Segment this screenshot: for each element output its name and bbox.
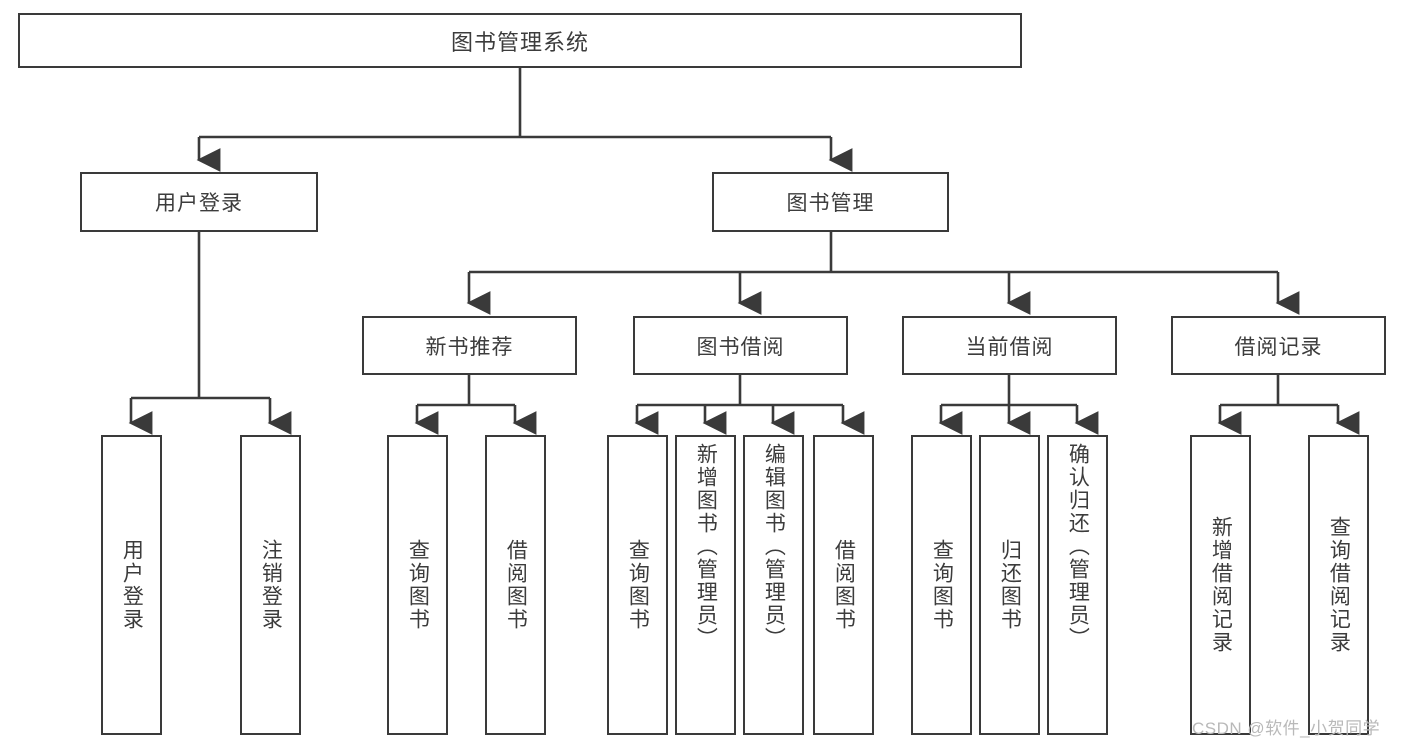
node-label: 确认归还（管理员） xyxy=(1066,443,1090,650)
node-leaf-cur-confirm-return[interactable]: 确认归还（管理员） xyxy=(1047,435,1108,735)
watermark-csdn: CSDN @软件_小贺同学 xyxy=(1192,719,1381,738)
node-leaf-user-login[interactable]: 用户登录 xyxy=(101,435,162,735)
vertical-text-wrap: 查询借阅记录 xyxy=(1310,437,1367,733)
node-current-borrow[interactable]: 当前借阅 xyxy=(902,316,1117,375)
vertical-text-wrap: 借阅图书 xyxy=(487,437,544,733)
node-label: 查询图书 xyxy=(930,539,954,631)
node-label: 当前借阅 xyxy=(965,335,1054,359)
node-label: 借阅记录 xyxy=(1234,335,1323,359)
node-root-system[interactable]: 图书管理系统 xyxy=(18,13,1022,68)
node-leaf-rec-query-book[interactable]: 查询图书 xyxy=(387,435,448,735)
node-label: 新增图书（管理员） xyxy=(694,443,718,650)
vertical-text-wrap: 查询图书 xyxy=(389,437,446,733)
node-label: 图书管理系统 xyxy=(450,29,589,55)
node-label: 新增借阅记录 xyxy=(1209,516,1233,654)
vertical-text-wrap: 借阅图书 xyxy=(815,437,872,733)
node-label: 用户登录 xyxy=(155,192,243,215)
node-leaf-borrow-query-book[interactable]: 查询图书 xyxy=(607,435,668,735)
node-label: 查询图书 xyxy=(406,539,430,631)
vertical-text-wrap: 查询图书 xyxy=(913,437,970,733)
node-label: 注销登录 xyxy=(259,539,283,631)
node-label: 用户登录 xyxy=(120,539,144,631)
node-user-login[interactable]: 用户登录 xyxy=(80,172,318,232)
node-label: 图书借阅 xyxy=(696,335,785,359)
node-leaf-logout[interactable]: 注销登录 xyxy=(240,435,301,735)
node-leaf-borrow-lend-book[interactable]: 借阅图书 xyxy=(813,435,874,735)
node-book-manage[interactable]: 图书管理 xyxy=(712,172,949,232)
node-leaf-rec-query-record[interactable]: 查询借阅记录 xyxy=(1308,435,1369,735)
node-leaf-borrow-edit-book[interactable]: 编辑图书（管理员） xyxy=(743,435,804,735)
node-label: 查询借阅记录 xyxy=(1327,516,1351,654)
vertical-text-wrap: 注销登录 xyxy=(242,437,299,733)
node-label: 新书推荐 xyxy=(425,335,514,359)
node-label: 查询图书 xyxy=(626,539,650,631)
node-leaf-rec-borrow-book[interactable]: 借阅图书 xyxy=(485,435,546,735)
node-label: 归还图书 xyxy=(998,539,1022,631)
node-label: 借阅图书 xyxy=(832,539,856,631)
node-leaf-cur-query-book[interactable]: 查询图书 xyxy=(911,435,972,735)
vertical-text-wrap: 编辑图书（管理员） xyxy=(745,437,802,739)
vertical-text-wrap: 查询图书 xyxy=(609,437,666,733)
node-book-borrow[interactable]: 图书借阅 xyxy=(633,316,848,375)
node-new-book-recommend[interactable]: 新书推荐 xyxy=(362,316,577,375)
vertical-text-wrap: 用户登录 xyxy=(103,437,160,733)
vertical-text-wrap: 新增借阅记录 xyxy=(1192,437,1249,733)
node-label: 图书管理 xyxy=(786,192,875,215)
node-label: 编辑图书（管理员） xyxy=(762,443,786,650)
node-leaf-borrow-add-book[interactable]: 新增图书（管理员） xyxy=(675,435,736,735)
node-borrow-record[interactable]: 借阅记录 xyxy=(1171,316,1386,375)
node-leaf-cur-return-book[interactable]: 归还图书 xyxy=(979,435,1040,735)
vertical-text-wrap: 归还图书 xyxy=(981,437,1038,733)
node-label: 借阅图书 xyxy=(504,539,528,631)
vertical-text-wrap: 确认归还（管理员） xyxy=(1049,437,1106,739)
node-leaf-rec-add-record[interactable]: 新增借阅记录 xyxy=(1190,435,1251,735)
vertical-text-wrap: 新增图书（管理员） xyxy=(677,437,734,739)
